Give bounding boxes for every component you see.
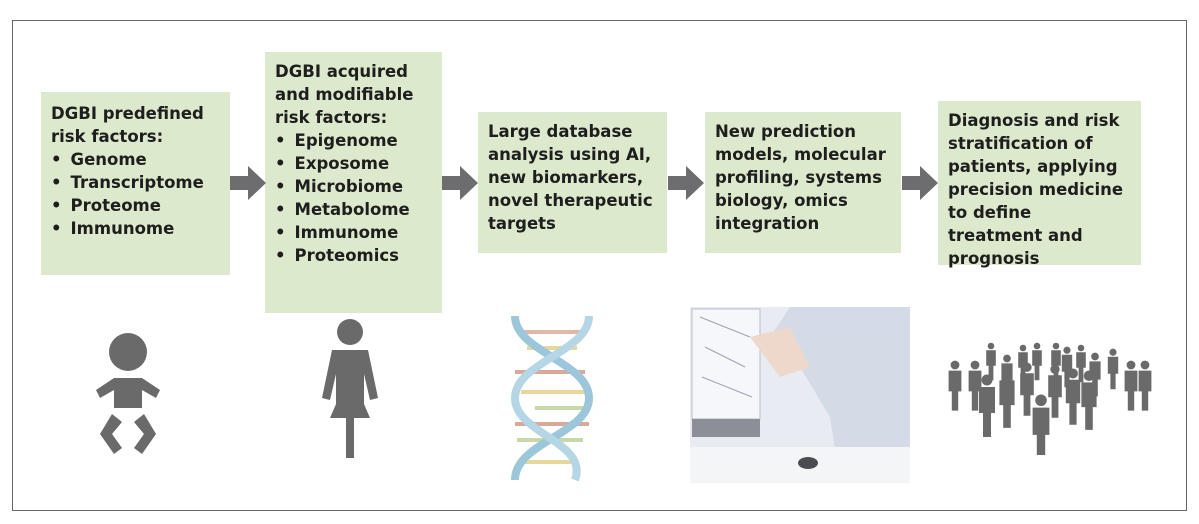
crowd-icon bbox=[948, 342, 1152, 455]
list-item: Immunome bbox=[51, 217, 220, 240]
person-figure bbox=[948, 360, 962, 411]
list-item: Genome bbox=[51, 148, 220, 171]
step-acquired-risk-factors: DGBI acquired and modifiable risk factor… bbox=[265, 52, 442, 313]
list-item: Exposome bbox=[275, 152, 432, 175]
arrow-right-icon bbox=[442, 166, 478, 200]
list-item: Epigenome bbox=[275, 129, 432, 152]
person-figure bbox=[1061, 346, 1073, 388]
list-item: Metabolome bbox=[275, 198, 432, 221]
arrow-right-icon bbox=[230, 166, 266, 200]
step-prediction-models: New prediction models, molecular profili… bbox=[705, 112, 901, 253]
step-title: DGBI acquired and modifiable risk factor… bbox=[275, 62, 414, 127]
list-item: Microbiome bbox=[275, 175, 432, 198]
dna-helix-image bbox=[510, 315, 594, 482]
list-item: Proteome bbox=[51, 194, 220, 217]
diagram-frame bbox=[12, 20, 1187, 511]
person-figure bbox=[999, 368, 1015, 428]
person-figure bbox=[1048, 364, 1062, 418]
arrow-right-icon bbox=[668, 166, 704, 200]
person-figure bbox=[1138, 360, 1152, 411]
person-figure bbox=[1076, 344, 1086, 383]
person-figure bbox=[1051, 342, 1061, 381]
list-item: Proteomics bbox=[275, 244, 432, 267]
step-title: Large database analysis using AI, new bi… bbox=[488, 122, 653, 233]
arrow-right-icon bbox=[902, 166, 938, 200]
scientist-computer-photo bbox=[690, 307, 910, 483]
person-icon bbox=[322, 319, 378, 458]
person-figure bbox=[1020, 362, 1034, 416]
person-figure bbox=[1032, 394, 1050, 455]
baby-icon bbox=[96, 333, 160, 454]
step-database-analysis: Large database analysis using AI, new bi… bbox=[478, 112, 667, 253]
person-figure bbox=[979, 374, 995, 437]
step-title: DGBI predefined risk factors: bbox=[51, 104, 204, 146]
person-figure bbox=[1032, 342, 1042, 381]
list-item: Immunome bbox=[275, 221, 432, 244]
step-diagnosis: Diagnosis and risk stratification of pat… bbox=[938, 101, 1141, 268]
person-figure bbox=[968, 360, 982, 411]
person-figure bbox=[1065, 368, 1081, 425]
person-figure bbox=[1107, 348, 1119, 390]
step-title: Diagnosis and risk stratification of pat… bbox=[948, 111, 1124, 268]
step-predefined-risk-factors: DGBI predefined risk factors: Genome Tra… bbox=[41, 92, 230, 275]
step-title: New prediction models, molecular profili… bbox=[715, 122, 886, 233]
person-figure bbox=[1124, 360, 1138, 411]
list-item: Transcriptome bbox=[51, 171, 220, 194]
